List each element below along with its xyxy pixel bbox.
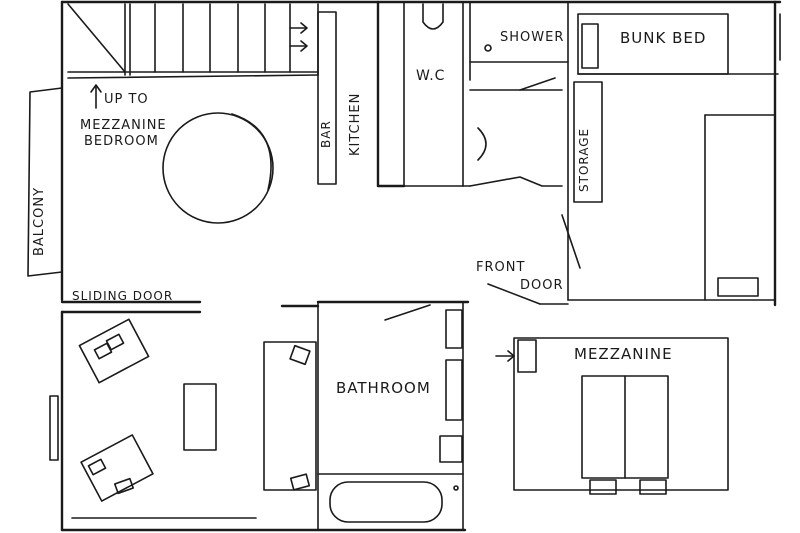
storage — [561, 81, 603, 269]
round-table — [162, 112, 274, 224]
label-storage: STORAGE — [577, 127, 591, 192]
label-front-door-1: FRONT — [476, 260, 526, 275]
label-sliding-door: SLIDING DOOR — [72, 289, 174, 303]
balcony — [27, 87, 63, 277]
sofa — [263, 341, 317, 491]
outer-walls — [60, 0, 782, 532]
label-balcony: BALCONY — [32, 186, 47, 256]
armchair-top — [78, 318, 150, 384]
up-arrow-icon — [90, 84, 102, 109]
label-front-door-2: DOOR — [520, 278, 564, 293]
window-left — [49, 395, 59, 461]
staircase — [67, 3, 319, 79]
wc-room — [403, 1, 471, 187]
label-mezzanine: MEZZANINE — [574, 345, 673, 363]
round-table-shadow — [231, 113, 272, 191]
armchair-bottom — [80, 434, 154, 502]
label-up-to: UP TO — [104, 92, 149, 107]
wc-door — [469, 77, 563, 161]
label-mezzanine-bedroom-2: BEDROOM — [84, 134, 159, 149]
label-shower: SHOWER — [500, 30, 565, 45]
front-door — [487, 283, 569, 305]
coffee-table — [183, 383, 217, 451]
bar-counter — [317, 11, 337, 185]
label-kitchen: KITCHEN — [348, 92, 363, 156]
kitchen-walls — [376, 0, 406, 188]
mezzanine-area — [495, 337, 729, 495]
label-mezzanine-bedroom-1: MEZZANINE — [80, 118, 167, 133]
kitchen-bottom — [462, 176, 563, 187]
interior-walls — [60, 300, 470, 314]
right-bedroom — [567, 114, 776, 301]
label-bathroom: BATHROOM — [336, 379, 431, 397]
label-wc: W.C — [416, 68, 446, 84]
bathroom — [317, 301, 464, 531]
stair-arrows — [289, 22, 308, 52]
label-bar: BAR — [319, 120, 333, 148]
shower-room — [469, 1, 569, 301]
label-bunk-bed: BUNK BED — [620, 29, 707, 47]
bunk-bed — [577, 13, 779, 75]
